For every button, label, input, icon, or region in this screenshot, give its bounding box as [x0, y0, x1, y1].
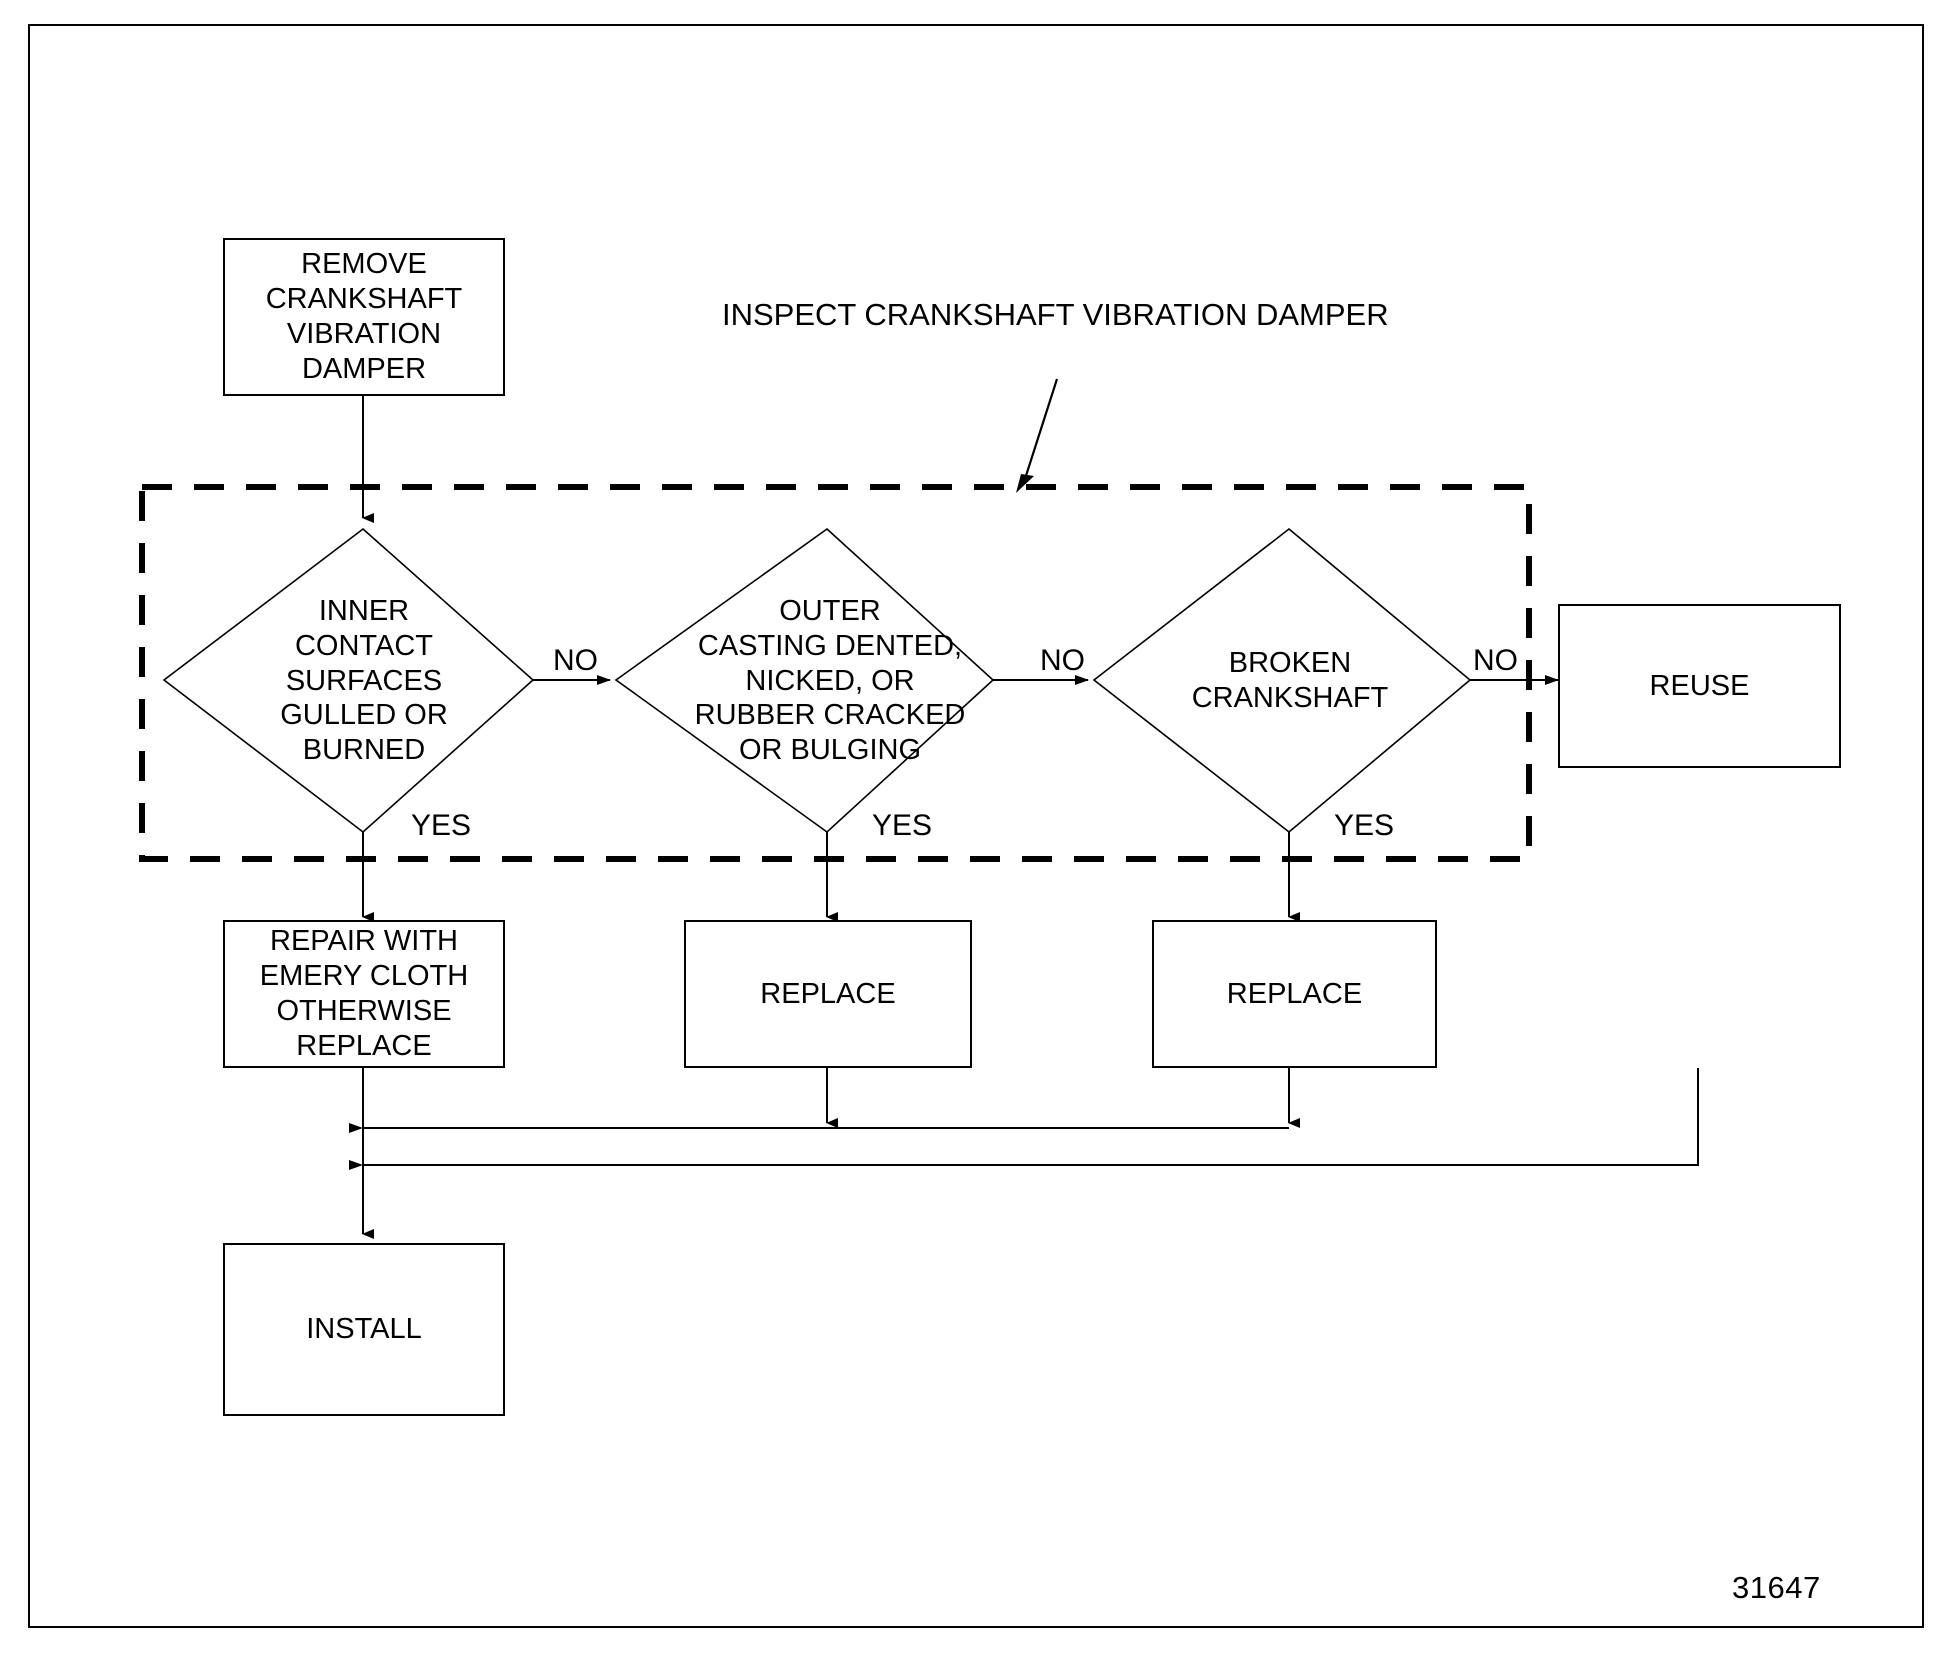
- node-label-replace-2: REPLACE: [1226, 977, 1363, 1010]
- group-title-leader-arrowhead: [1016, 474, 1034, 493]
- node-replace-broken-crankshaft[interactable]: REPLACE: [1152, 920, 1437, 1068]
- edge-label-yes-3: YES: [1334, 809, 1395, 842]
- edge-label-no-1: NO: [553, 644, 598, 677]
- group-title-leader-line: [1022, 378, 1059, 483]
- figure-number: 31647: [1732, 1570, 1821, 1605]
- node-label-install: INSTALL: [306, 1313, 422, 1346]
- inspection-group-dashed-region: [139, 484, 1532, 862]
- node-reuse[interactable]: REUSE: [1558, 604, 1841, 768]
- node-install[interactable]: INSTALL: [223, 1243, 505, 1416]
- node-label-remove-damper: REMOVE CRANKSHAFT VIBRATION DAMPER: [265, 248, 463, 385]
- node-replace-outer-casting[interactable]: REPLACE: [684, 920, 972, 1068]
- node-label-reuse: REUSE: [1649, 669, 1750, 702]
- edge-label-no-3: NO: [1473, 644, 1518, 677]
- node-remove-crankshaft-vibration-damper[interactable]: REMOVE CRANKSHAFT VIBRATION DAMPER: [223, 238, 505, 396]
- node-repair-with-emery-cloth[interactable]: REPAIR WITH EMERY CLOTH OTHERWISE REPLAC…: [223, 920, 505, 1068]
- edge-label-yes-2: YES: [872, 809, 933, 842]
- node-label-outer-casting[interactable]: OUTER CASTING DENTED, NICKED, OR RUBBER …: [694, 595, 966, 767]
- node-label-replace-1: REPLACE: [760, 977, 896, 1010]
- page-border: [28, 24, 1924, 1628]
- node-label-inner-surfaces[interactable]: INNER CONTACT SURFACES GULLED OR BURNED: [280, 595, 448, 767]
- node-label-broken-crankshaft[interactable]: BROKEN CRANKSHAFT: [1191, 647, 1389, 714]
- edge-label-no-2: NO: [1040, 644, 1085, 677]
- edge-label-yes-1: YES: [411, 809, 472, 842]
- node-label-repair-emery: REPAIR WITH EMERY CLOTH OTHERWISE REPLAC…: [259, 925, 469, 1062]
- inspection-group-title: INSPECT CRANKSHAFT VIBRATION DAMPER: [722, 297, 1389, 332]
